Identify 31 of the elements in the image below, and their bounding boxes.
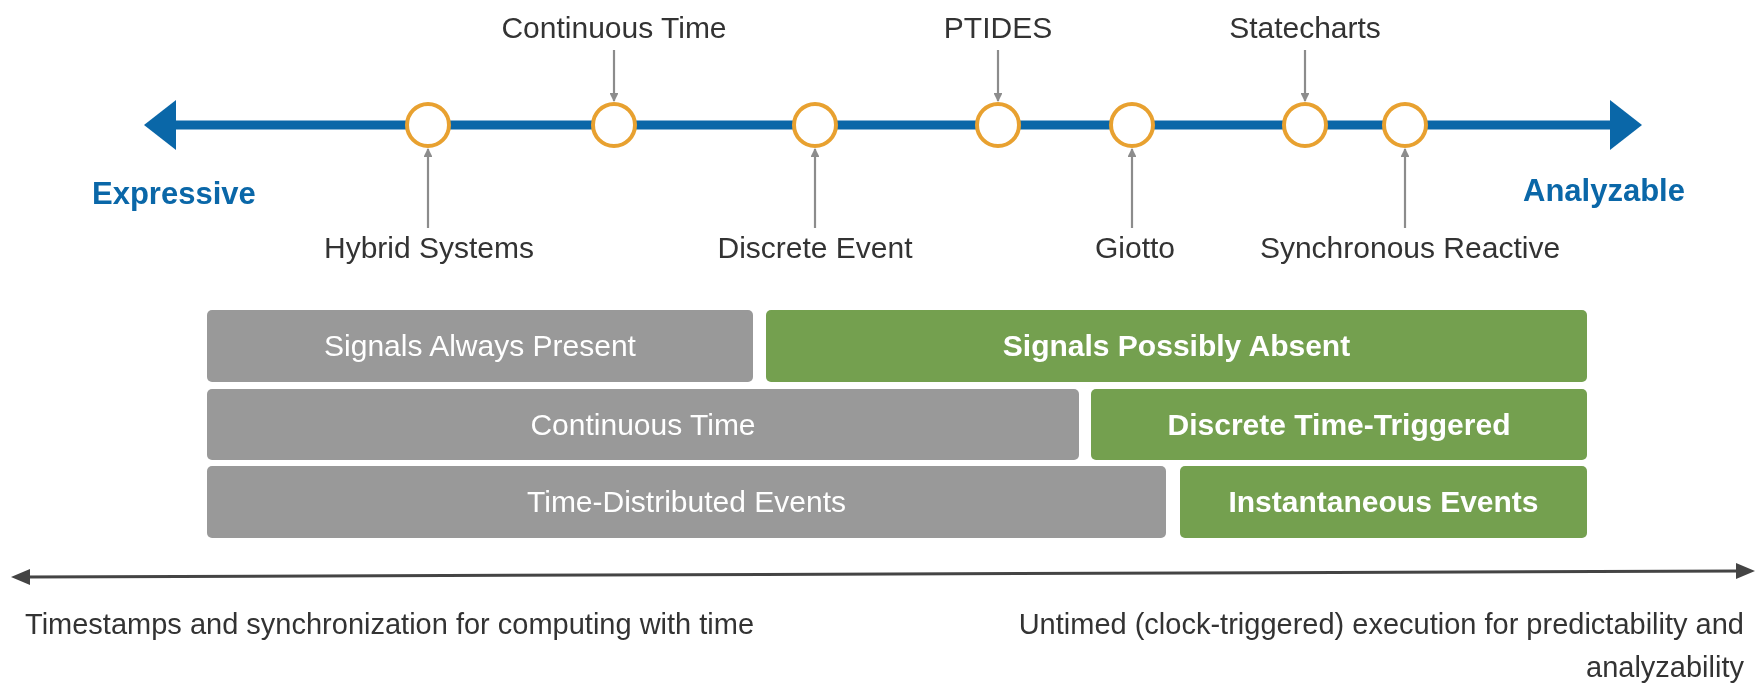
leader-arrow [1400, 148, 1410, 228]
timeline-circle [405, 102, 451, 148]
timeline-circle [1109, 102, 1155, 148]
axis-end-label: Expressive [92, 176, 256, 212]
leader-arrow [810, 148, 820, 228]
leader-arrow [609, 50, 619, 102]
category-bar: Time-Distributed Events [207, 466, 1166, 538]
leader-arrow [993, 50, 1003, 102]
category-bar: Instantaneous Events [1180, 466, 1587, 538]
category-bar: Signals Always Present [207, 310, 753, 382]
leader-arrow [1127, 148, 1137, 228]
model-label: PTIDES [943, 10, 1053, 46]
model-label: Statecharts [1229, 10, 1381, 46]
axis-end-label: Analyzable [1523, 173, 1685, 209]
timeline-circle [792, 102, 838, 148]
category-bar: Signals Possibly Absent [766, 310, 1587, 382]
timeline-circle [1382, 102, 1428, 148]
note-text: Untimed (clock-triggered) execution for predictability and analyzability [1017, 607, 1744, 685]
model-label: Continuous Time [501, 10, 727, 46]
model-label: Synchronous Reactive [1259, 230, 1561, 266]
timeline-circle [975, 102, 1021, 148]
timeline-circle [1282, 102, 1328, 148]
model-label: Giotto [1095, 230, 1175, 266]
model-label: Discrete Event [717, 230, 913, 266]
note-text: Timestamps and synchronization for computing with time [25, 607, 756, 642]
model-label: Hybrid Systems [324, 230, 534, 266]
leader-arrow [1300, 50, 1310, 102]
category-bar: Continuous Time [207, 389, 1079, 460]
leader-arrow [423, 148, 433, 228]
timeline-circle [591, 102, 637, 148]
category-bar: Discrete Time-Triggered [1091, 389, 1587, 460]
